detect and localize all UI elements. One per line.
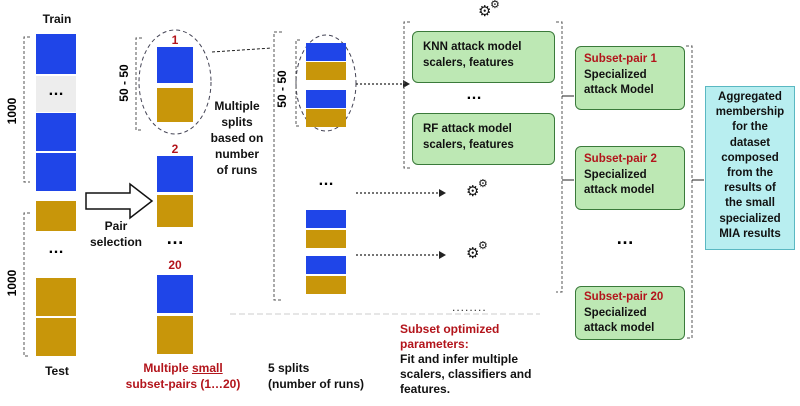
split-member-block bbox=[306, 210, 346, 228]
splits-inner-bracket bbox=[295, 39, 300, 127]
split-member-block bbox=[306, 43, 346, 61]
rf-attack-model-box: RF attack model scalers, features bbox=[412, 113, 555, 165]
splits-bracket bbox=[273, 31, 282, 301]
splits-ellipse bbox=[295, 34, 357, 132]
subset-20-nonmember-block bbox=[157, 316, 193, 354]
train-ellipsis: … bbox=[36, 76, 76, 112]
split-nonmember-block bbox=[306, 109, 346, 127]
train-size-label: 1000 bbox=[5, 97, 19, 125]
subset-ellipsis: … bbox=[166, 228, 184, 248]
splits-ratio-label: 50 - 50 bbox=[275, 70, 289, 108]
subset-2-nonmember-block bbox=[157, 195, 193, 227]
subset-pair-1-box: Subset-pair 1 Specialized attack Model bbox=[575, 46, 685, 110]
split-nonmember-block bbox=[306, 276, 346, 294]
gear-icon: ⚙ bbox=[466, 245, 480, 262]
subset-pair-2-number: 2 bbox=[171, 142, 179, 156]
train-bracket bbox=[23, 36, 30, 183]
split-member-block bbox=[306, 90, 346, 108]
pair-selection-label: Pair selection bbox=[89, 219, 143, 249]
splits-ellipsis: … bbox=[318, 172, 334, 189]
test-size-label: 1000 bbox=[5, 269, 19, 297]
gear-icon: ⚙ bbox=[478, 3, 492, 20]
test-block bbox=[36, 318, 76, 356]
gear-icon: ⚙ bbox=[478, 178, 488, 190]
subset-bracket bbox=[135, 37, 142, 131]
gear-icon: ⚙ bbox=[490, 0, 500, 11]
multiple-splits-label: Multiple splits based on number of runs bbox=[210, 99, 264, 177]
subset-pairs-ellipsis: … bbox=[616, 228, 634, 248]
optimized-parameters-text: Subset optimized parameters: Fit and inf… bbox=[400, 322, 532, 396]
test-block bbox=[36, 278, 76, 316]
train-block bbox=[36, 113, 76, 151]
gear-icon: ⚙ bbox=[478, 240, 488, 252]
split-nonmember-block bbox=[306, 230, 346, 248]
split-nonmember-block bbox=[306, 62, 346, 80]
subset-pair-20-box: Subset-pair 20 Specialized attack model bbox=[575, 286, 685, 340]
gear-icon: ⚙ bbox=[466, 183, 480, 200]
pair-selection-arrow bbox=[85, 182, 154, 220]
split-member-block bbox=[306, 256, 346, 274]
subset-pair-1-number: 1 bbox=[171, 33, 179, 47]
aggregated-membership-box: Aggregated membership for the dataset co… bbox=[705, 86, 795, 250]
test-ellipsis: … bbox=[48, 240, 64, 257]
test-label: Test bbox=[45, 364, 69, 378]
train-block bbox=[36, 153, 76, 191]
train-block bbox=[36, 34, 76, 74]
subset-pair-2-box: Subset-pair 2 Specialized attack model bbox=[575, 146, 685, 210]
pairs-bracket bbox=[686, 45, 693, 339]
knn-attack-model-box: KNN attack model scalers, features bbox=[412, 31, 555, 83]
subset-20-member-block bbox=[157, 275, 193, 313]
splits-caption: 5 splits (number of runs) bbox=[268, 361, 364, 391]
subset-to-splits-line bbox=[211, 47, 273, 53]
subset-ellipse bbox=[138, 29, 212, 135]
models-bracket-right bbox=[556, 21, 563, 293]
subset-2-member-block bbox=[157, 156, 193, 192]
test-bracket bbox=[23, 212, 30, 357]
dotted-separator-text: ........ bbox=[452, 300, 487, 314]
subset-1-nonmember-block bbox=[157, 88, 193, 122]
models-bracket-left bbox=[403, 21, 410, 169]
test-block bbox=[36, 201, 76, 231]
attack-models-ellipsis: … bbox=[466, 86, 482, 103]
subset-caption: Multiple small subset-pairs (1…20) bbox=[125, 361, 241, 391]
subset-ratio-label: 50 - 50 bbox=[117, 64, 131, 102]
subset-pair-20-number: 20 bbox=[168, 258, 182, 272]
subset-1-member-block bbox=[157, 47, 193, 83]
train-label: Train bbox=[42, 12, 72, 26]
